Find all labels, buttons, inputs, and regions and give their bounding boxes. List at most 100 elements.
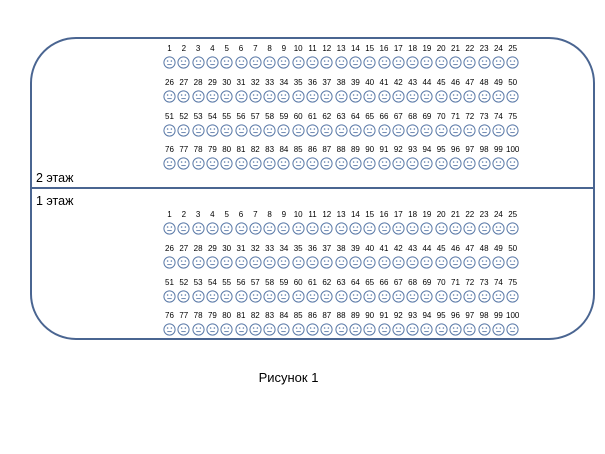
neutral-face-icon <box>292 124 305 142</box>
seat-number: 84 <box>279 145 289 154</box>
seat-number: 81 <box>236 311 246 320</box>
neutral-face-icon <box>263 56 276 74</box>
seat-number: 38 <box>336 78 346 87</box>
seat-number: 44 <box>422 78 432 87</box>
neutral-face-icon <box>163 124 176 142</box>
neutral-face-icon <box>277 90 290 108</box>
neutral-face-icon <box>363 256 376 274</box>
seat-number: 100 <box>506 145 520 154</box>
seat-number: 92 <box>393 311 403 320</box>
seat-number: 54 <box>207 278 217 287</box>
neutral-face-icon <box>477 290 491 308</box>
neutral-face-icon <box>177 323 190 341</box>
neutral-face-icon <box>349 290 362 308</box>
neutral-face-icon <box>463 157 476 175</box>
seat-number: 27 <box>179 244 189 253</box>
seat-number: 24 <box>493 210 503 219</box>
seat-number: 94 <box>422 145 432 154</box>
neutral-face-icon <box>506 90 519 108</box>
seat-number: 11 <box>308 44 317 53</box>
neutral-face-icon <box>406 256 419 274</box>
seat-number: 85 <box>293 145 303 154</box>
seat-number: 17 <box>393 210 403 219</box>
neutral-face-icon <box>163 157 176 175</box>
neutral-face-icon <box>449 256 462 274</box>
seat-number: 61 <box>308 112 317 121</box>
neutral-face-icon <box>406 157 419 175</box>
seat-number: 86 <box>308 145 317 154</box>
neutral-face-icon <box>277 124 290 142</box>
neutral-face-icon <box>349 256 362 274</box>
neutral-face-icon <box>449 323 462 341</box>
neutral-face-icon <box>234 124 248 142</box>
seat-number: 46 <box>451 78 460 87</box>
seat-number: 82 <box>250 311 260 320</box>
seat-number: 24 <box>493 44 503 53</box>
neutral-face-icon <box>306 256 319 274</box>
neutral-face-icon <box>349 56 362 74</box>
seat-number: 32 <box>250 244 260 253</box>
seat-number: 19 <box>422 44 432 53</box>
neutral-face-icon <box>449 90 462 108</box>
seat-number: 29 <box>207 244 217 253</box>
neutral-face-icon <box>363 323 376 341</box>
neutral-face-icon <box>191 56 205 74</box>
seat-number: 4 <box>210 210 215 219</box>
seat-number: 10 <box>293 44 303 53</box>
neutral-face-icon <box>477 90 491 108</box>
seat-number: 4 <box>210 44 215 53</box>
neutral-face-icon <box>277 290 290 308</box>
neutral-face-icon <box>435 56 448 74</box>
neutral-face-icon <box>435 222 448 240</box>
neutral-face-icon <box>220 90 233 108</box>
neutral-face-icon <box>492 222 505 240</box>
seat-number: 70 <box>436 112 446 121</box>
seat-number: 1 <box>167 210 172 219</box>
neutral-face-icon <box>435 290 448 308</box>
seat-number: 54 <box>207 112 217 121</box>
neutral-face-icon <box>392 256 405 274</box>
neutral-face-icon <box>420 157 433 175</box>
seat-number: 32 <box>250 78 260 87</box>
seat-number: 92 <box>393 145 403 154</box>
neutral-face-icon <box>249 124 262 142</box>
seat-number: 90 <box>365 311 375 320</box>
neutral-face-icon <box>263 222 276 240</box>
seat-number: 68 <box>408 278 418 287</box>
seat-number: 91 <box>379 145 389 154</box>
seat-number: 33 <box>265 78 275 87</box>
seat-number: 95 <box>436 145 446 154</box>
neutral-face-icon <box>306 56 319 74</box>
neutral-face-icon <box>349 222 362 240</box>
neutral-face-icon <box>463 256 476 274</box>
neutral-face-icon <box>334 56 348 74</box>
neutral-face-icon <box>277 222 290 240</box>
neutral-face-icon <box>163 256 176 274</box>
seat-number: 65 <box>365 112 375 121</box>
seat-number: 80 <box>222 311 232 320</box>
neutral-face-icon <box>277 56 290 74</box>
seat-number: 82 <box>250 145 260 154</box>
seat-number: 79 <box>207 145 217 154</box>
seat-number: 81 <box>236 145 246 154</box>
floor-label-2: 2 этаж <box>36 171 74 185</box>
neutral-face-icon <box>263 256 276 274</box>
seat-number: 83 <box>265 311 275 320</box>
neutral-face-icon <box>191 222 205 240</box>
neutral-face-icon <box>320 124 333 142</box>
neutral-face-icon <box>463 124 476 142</box>
seat-number: 38 <box>336 244 346 253</box>
neutral-face-icon <box>206 323 219 341</box>
neutral-face-icon <box>177 56 190 74</box>
neutral-face-icon <box>206 157 219 175</box>
seat-number: 80 <box>222 145 232 154</box>
seat-number: 14 <box>350 210 360 219</box>
seat-number: 73 <box>479 112 489 121</box>
seat-number: 5 <box>224 210 229 219</box>
seat-number: 67 <box>393 112 403 121</box>
neutral-face-icon <box>249 222 262 240</box>
seat-number: 18 <box>408 44 418 53</box>
seat-number: 78 <box>193 145 203 154</box>
neutral-face-icon <box>292 290 305 308</box>
neutral-face-icon <box>220 256 233 274</box>
